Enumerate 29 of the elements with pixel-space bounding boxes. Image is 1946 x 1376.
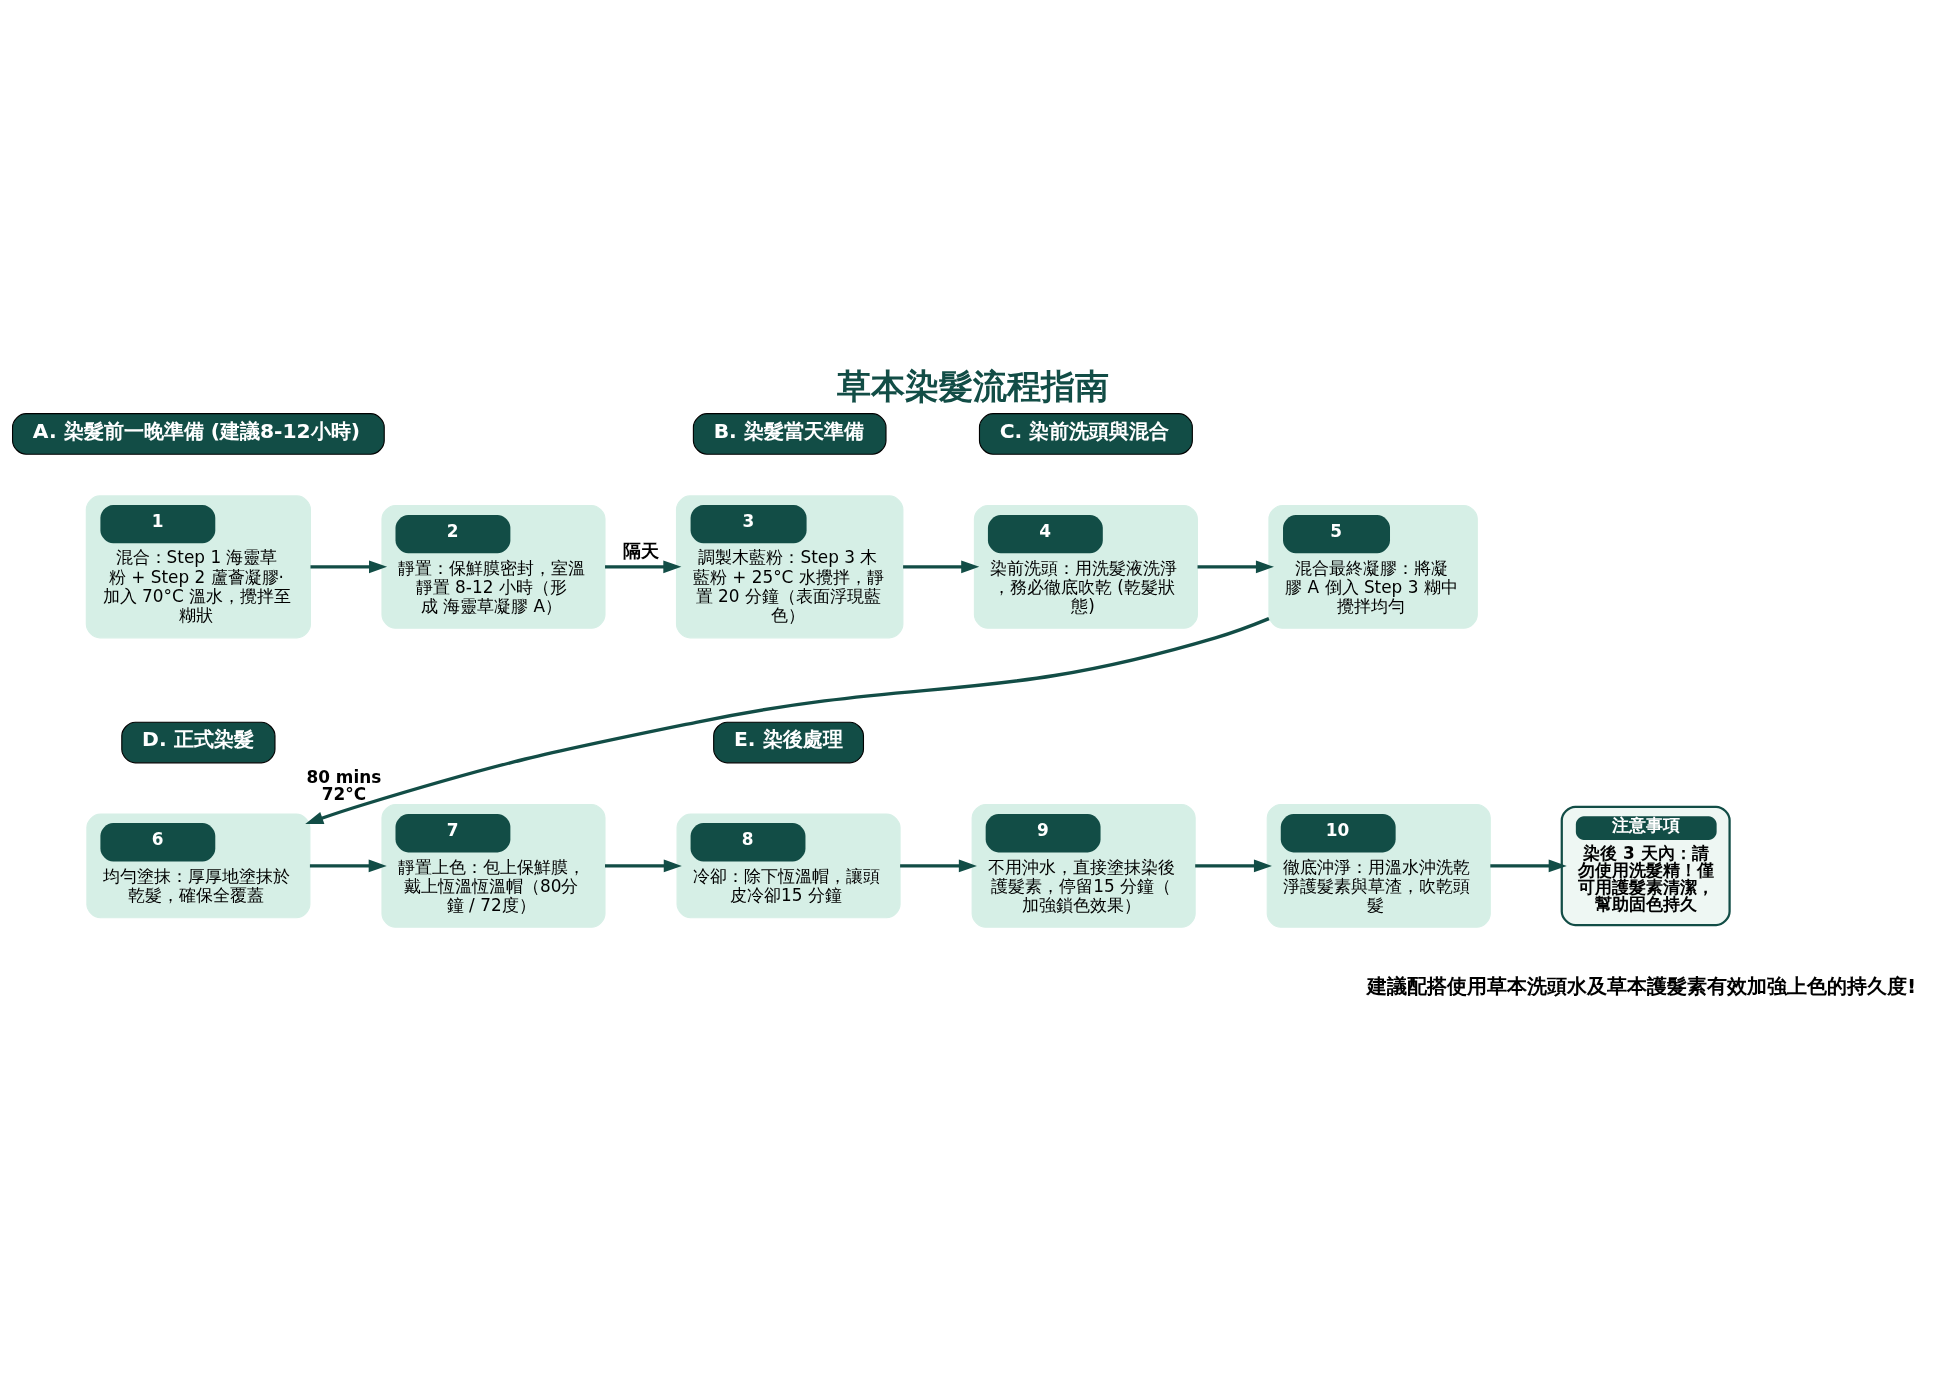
arrow xyxy=(1490,859,1567,872)
node-box: 1 混合：Step 1 海靈草粉 + Step 2 蘆薈凝膠‧加入 70°C 溫水，攪拌至糊狀 xyxy=(85,494,312,638)
node-box: 4 染前洗頭：用洗髮液洗淨，務必徹底吹乾 (乾髮狀態) xyxy=(973,504,1198,629)
node-box: 注意事項 染後 3 天內：請勿使用洗髮精！僅可用護髮素清潔，幫助固色持久 xyxy=(1560,805,1731,926)
arrow xyxy=(310,560,388,573)
arrow xyxy=(605,859,682,872)
node-box: C. 染前洗頭與混合 xyxy=(978,412,1193,455)
arrow xyxy=(1195,859,1272,872)
node-box: 9 不用沖水，直接塗抹染後護髮素，停留15 分鐘（加強鎖色效果） xyxy=(971,803,1196,928)
node-box: D. 正式染髮 xyxy=(121,721,276,763)
arrow xyxy=(305,616,1270,824)
node-box: 6 均勻塗抹：厚厚地塗抹於乾髮，確保全覆蓋 xyxy=(86,813,311,918)
arrow xyxy=(903,560,980,573)
node-box: 10 徹底沖淨：用溫水沖洗乾淨護髮素與草渣，吹乾頭髮 xyxy=(1266,803,1491,928)
diagram-title: 草本染髮流程指南 xyxy=(837,366,1110,406)
node-box: 3 調製木藍粉：Step 3 木藍粉 + 25°C 水攪拌，靜置 20 分鐘（表面浮現藍色） xyxy=(675,494,904,638)
arrow xyxy=(1197,560,1274,573)
node-box: B. 染髮當天準備 xyxy=(692,412,887,455)
node-box: E. 染後處理 xyxy=(713,721,865,763)
node-box: 7 靜置上色：包上保鮮膜，戴上恆溫恆溫帽（80分鐘 / 72度） xyxy=(381,803,606,928)
node-box: 8 冷卻：除下恆溫帽，讓頭皮冷卻15 分鐘 xyxy=(676,813,901,918)
arrow xyxy=(900,859,977,872)
arrow xyxy=(605,560,682,573)
node-box: 5 混合最終凝膠：將凝膠 A 倒入 Step 3 糊中攪拌均勻 xyxy=(1268,504,1478,629)
label: 建議配搭使用草本洗頭水及草本護髮素有效加強上色的持久度! xyxy=(1366,973,1917,998)
edge-label: 隔天 xyxy=(622,539,659,560)
node-box: 2 靜置：保鮮膜密封，室溫靜置 8-12 小時（形成 海靈草凝膠 A） xyxy=(381,504,606,629)
node-box: A. 染髮前一晚準備 (建議8-12小時) xyxy=(12,412,385,455)
arrow xyxy=(309,859,387,872)
